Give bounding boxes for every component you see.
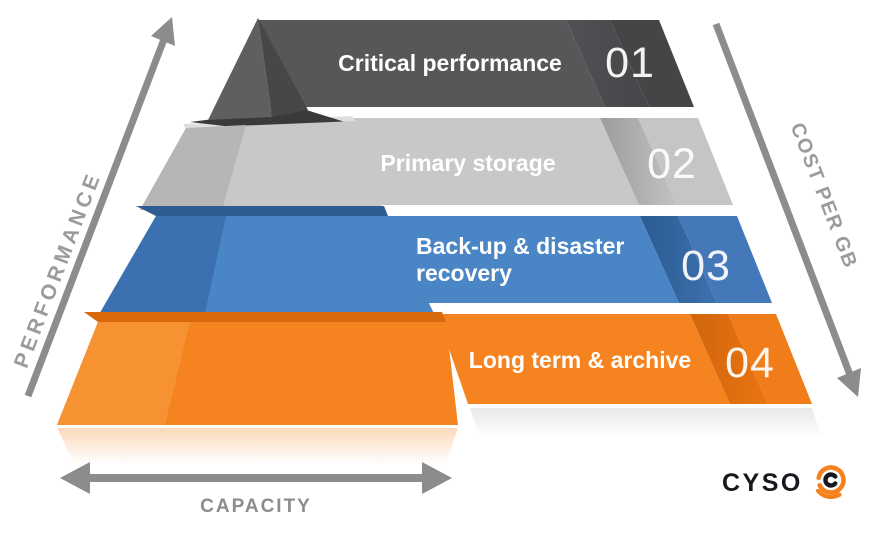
band4-right <box>728 314 812 404</box>
cost-axis-label: COST PER GB <box>786 120 862 272</box>
tier-band-long-term-archive: Long term & archive 04 <box>437 314 812 404</box>
performance-arrow-shaft <box>24 32 170 398</box>
band3-right <box>678 216 772 303</box>
cost-arrow-shaft <box>712 22 856 382</box>
band1-label: Critical performance <box>338 50 562 76</box>
band4-number: 04 <box>725 339 775 387</box>
tier2-left-facet <box>140 125 246 210</box>
logo-spiral-tail <box>815 488 842 500</box>
cyso-logo: CYSO <box>722 465 846 500</box>
band2-right <box>638 118 733 205</box>
tier1-right-facet <box>258 18 308 117</box>
cyso-spiral-c-icon <box>815 465 846 500</box>
capacity-arrow-head-left <box>60 462 90 494</box>
band4-reflection <box>470 408 822 438</box>
logo-inner-c <box>823 472 838 488</box>
capacity-axis: CAPACITY <box>60 462 452 517</box>
capacity-axis-label: CAPACITY <box>200 496 312 517</box>
pyramid-reflection <box>57 428 458 465</box>
tier1-left-facet <box>208 18 272 120</box>
band1-right <box>610 20 694 107</box>
pyramid-3d <box>57 18 458 425</box>
tier-band-critical-performance: Critical performance 01 <box>258 20 694 107</box>
band3-number: 03 <box>681 242 731 290</box>
tier3-top-face <box>136 206 388 216</box>
band1-main <box>258 20 605 107</box>
band1-fold <box>566 20 649 107</box>
band4-label: Long term & archive <box>469 347 691 373</box>
tier3-left-facet <box>97 216 226 318</box>
band3-label-line1: Back-up & disaster <box>416 233 624 259</box>
tier-band-primary-storage: Primary storage 02 <box>330 118 733 205</box>
band1-number: 01 <box>605 39 655 87</box>
cyso-wordmark: CYSO <box>722 469 803 497</box>
band3-fold <box>640 216 717 303</box>
capacity-arrow-head-right <box>422 462 452 494</box>
band2-number: 02 <box>647 140 697 188</box>
tier4-left-facet <box>57 322 190 425</box>
tier-band-backup-disaster-recovery: Back-up & disaster recovery 03 <box>383 216 772 303</box>
cost-arrow-head <box>837 368 861 397</box>
band3-label-line2: recovery <box>416 260 512 286</box>
band3-main <box>383 216 679 303</box>
band2-label: Primary storage <box>380 150 555 176</box>
band2-main <box>330 118 639 205</box>
tier4-top-face <box>84 312 446 322</box>
logo-outer-ring <box>816 465 846 495</box>
band2-fold <box>600 118 677 205</box>
band4-fold <box>690 314 768 404</box>
performance-arrow-head <box>151 17 175 46</box>
band4-main <box>437 314 730 404</box>
